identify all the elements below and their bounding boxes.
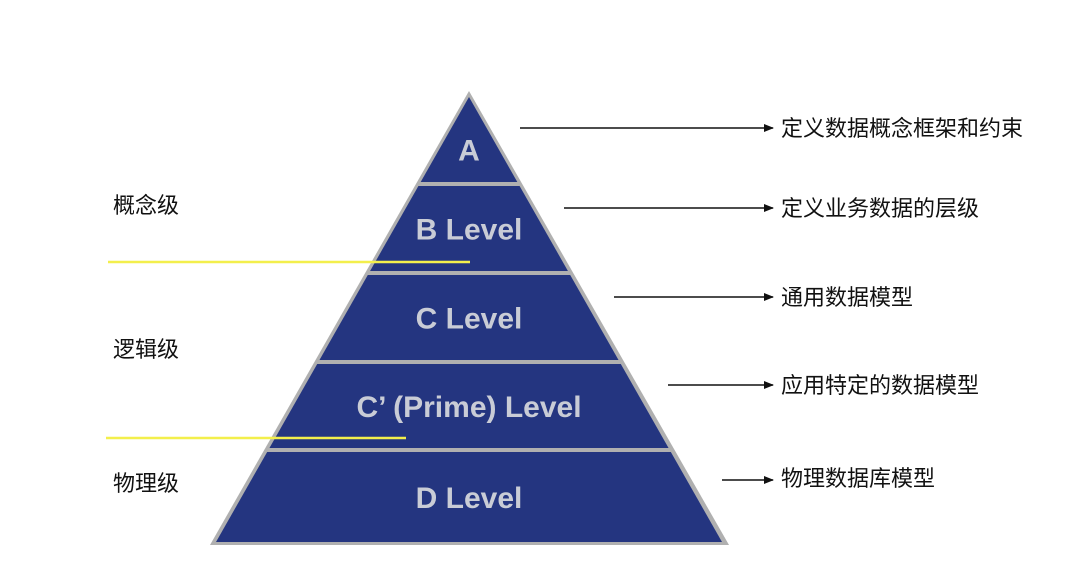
tier-a-shape: [420, 97, 518, 182]
tier-b-description: 定义业务数据的层级: [781, 197, 979, 222]
tier-c-description: 通用数据模型: [781, 286, 913, 311]
tier-c-prime-label: C’ (Prime) Level: [356, 391, 581, 424]
group-logic-label: 逻辑级: [113, 338, 179, 363]
tier-c-prime: C’ (Prime) Level: [269, 364, 669, 448]
tier-c-prime-description: 应用特定的数据模型: [781, 374, 979, 399]
tier-b-label: B Level: [416, 213, 523, 246]
tier-d-shape: [216, 452, 722, 542]
tier-a: A: [420, 97, 518, 182]
tier-d: D Level: [216, 452, 722, 542]
tier-c-shape: [319, 275, 619, 360]
tier-a-description: 定义数据概念框架和约束: [781, 117, 1023, 142]
tier-b: B Level: [370, 186, 568, 271]
tier-c-prime-shape: [269, 364, 669, 448]
tier-d-label: D Level: [416, 482, 523, 515]
group-concept-label: 概念级: [113, 194, 179, 219]
tier-c: C Level: [319, 275, 619, 360]
group-physical-label: 物理级: [113, 472, 179, 497]
tier-a-label: A: [458, 135, 480, 168]
tier-c-label: C Level: [416, 302, 523, 335]
tier-b-shape: [370, 186, 568, 271]
tier-d-description: 物理数据库模型: [781, 467, 935, 492]
